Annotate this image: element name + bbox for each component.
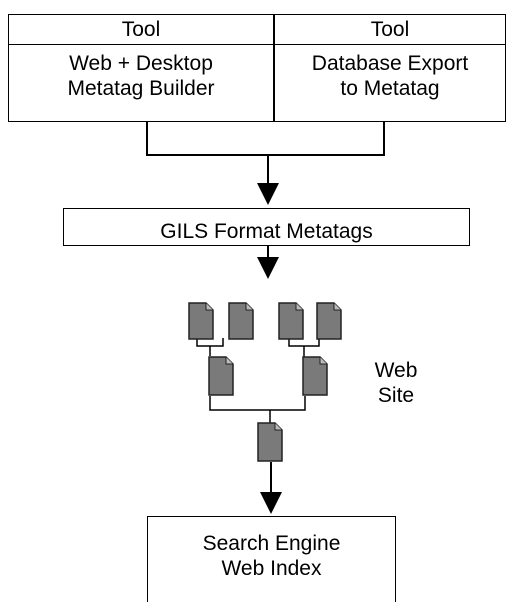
search-engine-line2: Web Index: [221, 557, 322, 581]
gils-metatags-label: GILS Format Metatags: [160, 219, 373, 243]
tool-name-line1: Web + Desktop: [69, 52, 213, 75]
connector-line: [270, 462, 272, 494]
document-icon: [228, 302, 254, 340]
connector-line: [383, 122, 385, 155]
web-site-label-line1: Web: [374, 359, 418, 382]
web-site-tree-diagram: [196, 338, 320, 424]
tool-body: Web + Desktop Metatag Builder: [9, 45, 273, 101]
tool-header-label: Tool: [370, 17, 410, 41]
tool-box-database-export: Tool Database Export to Metatag: [274, 14, 506, 122]
tool-name-line1: Database Export: [311, 52, 469, 75]
connector-line: [267, 246, 269, 258]
connector-line: [146, 154, 385, 156]
web-site-label: Web Site: [364, 358, 428, 408]
connector-line: [267, 154, 269, 184]
search-engine-line1: Search Engine: [202, 532, 341, 555]
document-icon: [208, 356, 234, 396]
tool-header-label: Tool: [121, 17, 161, 41]
tool-name-line2: to Metatag: [340, 77, 440, 101]
tool-header: Tool: [275, 15, 505, 45]
tool-box-web-desktop: Tool Web + Desktop Metatag Builder: [8, 14, 274, 122]
tool-name-line2: Metatag Builder: [67, 77, 215, 101]
gils-metatags-box: GILS Format Metatags: [63, 208, 470, 246]
document-icon: [302, 356, 328, 396]
arrow-down-icon: [257, 257, 279, 279]
document-icon: [188, 302, 214, 340]
tool-header: Tool: [9, 15, 273, 45]
search-engine-box: Search Engine Web Index: [147, 516, 396, 602]
arrow-down-icon: [260, 492, 282, 514]
document-icon: [278, 302, 304, 340]
web-site-label-line2: Site: [377, 384, 415, 408]
tool-body: Database Export to Metatag: [275, 45, 505, 101]
document-icon: [316, 302, 342, 340]
document-icon: [257, 422, 283, 462]
connector-line: [146, 122, 148, 155]
arrow-down-icon: [257, 183, 279, 205]
